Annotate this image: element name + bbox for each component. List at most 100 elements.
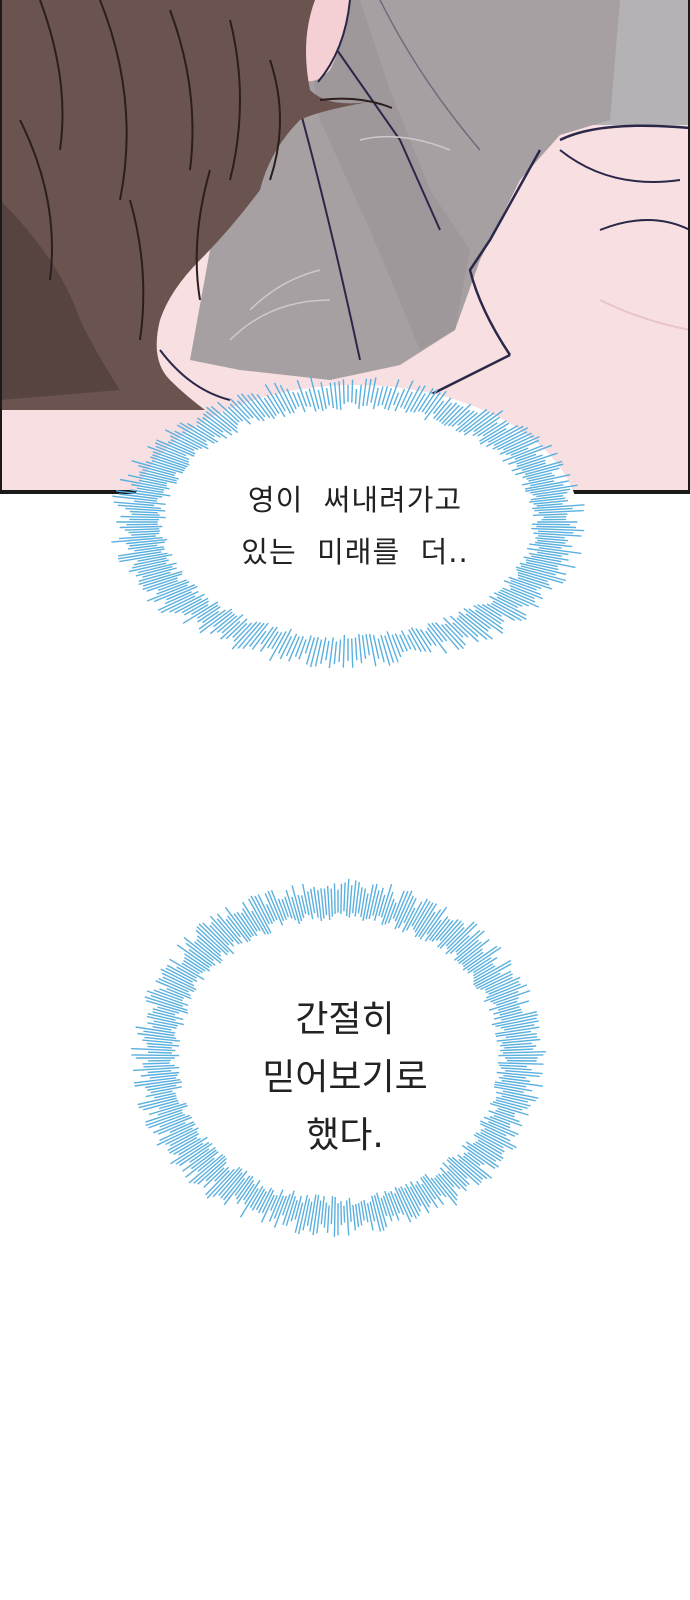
- burst-ray: [448, 1156, 480, 1186]
- burst-ray: [399, 634, 408, 652]
- burst-ray: [268, 1189, 284, 1222]
- burst-ray: [387, 902, 397, 924]
- burst-ray: [495, 1017, 537, 1028]
- burst-ray: [160, 595, 196, 614]
- burst-ray: [449, 935, 470, 955]
- burst-ray: [150, 994, 184, 1007]
- burst-ray: [135, 565, 173, 577]
- burst-ray: [285, 889, 297, 921]
- burst-ray: [131, 513, 160, 516]
- burst-ray: [113, 501, 155, 507]
- burst-ray: [158, 1121, 186, 1135]
- burst-ray: [435, 402, 453, 421]
- burst-ray: [489, 1102, 529, 1116]
- burst-ray: [496, 1091, 536, 1102]
- burst-ray: [257, 1187, 273, 1214]
- burst-ray: [250, 895, 272, 934]
- burst-ray: [209, 613, 236, 635]
- burst-ray: [467, 1145, 499, 1168]
- burst-ray: [244, 1179, 261, 1205]
- burst-ray: [500, 1042, 532, 1047]
- burst-ray: [509, 584, 544, 600]
- burst-ray: [129, 510, 158, 514]
- burst-ray: [528, 474, 555, 482]
- burst-ray: [419, 909, 442, 940]
- burst-ray: [152, 454, 188, 468]
- burst-ray: [440, 624, 465, 650]
- burst-ray: [373, 1195, 385, 1231]
- burst-ray: [458, 611, 493, 640]
- burst-ray: [362, 378, 368, 407]
- burst-ray: [146, 579, 179, 592]
- burst-ray: [390, 1190, 401, 1214]
- burst-ray: [220, 1172, 243, 1199]
- burst-ray: [217, 401, 240, 423]
- burst-ray: [439, 922, 465, 949]
- burst-ray: [380, 1197, 388, 1217]
- burst-ray: [153, 1020, 178, 1027]
- burst-ray: [400, 630, 412, 650]
- burst-ray: [142, 577, 178, 591]
- burst-ray: [328, 637, 334, 669]
- burst-ray: [157, 1006, 180, 1014]
- burst-ray: [516, 452, 558, 468]
- burst-ray: [476, 970, 512, 990]
- burst-ray: [169, 1130, 198, 1147]
- burst-ray: [401, 907, 416, 933]
- burst-ray: [376, 1192, 388, 1228]
- burst-ray: [504, 1045, 537, 1049]
- burst-ray: [502, 587, 536, 603]
- burst-ray: [472, 1142, 502, 1162]
- burst-ray: [425, 630, 437, 647]
- burst-ray: [538, 547, 582, 555]
- burst-ray: [369, 1201, 376, 1222]
- burst-ray: [179, 1142, 213, 1167]
- burst-ray: [169, 1121, 195, 1133]
- burst-ray: [502, 1051, 546, 1054]
- burst-ray: [343, 882, 346, 912]
- burst-ray: [234, 1175, 251, 1196]
- burst-ray: [363, 1199, 369, 1223]
- burst-ray: [130, 489, 171, 497]
- burst-ray: [197, 1157, 227, 1185]
- burst-ray: [165, 1127, 199, 1146]
- burst-ray: [175, 1141, 210, 1165]
- burst-ray: [343, 1205, 346, 1223]
- burst-ray: [131, 460, 176, 474]
- burst-ray: [199, 608, 233, 634]
- burst-ray: [351, 638, 354, 668]
- burst-ray: [216, 615, 238, 633]
- burst-ray: [496, 1036, 538, 1042]
- burst-ray: [488, 1121, 519, 1136]
- burst-ray: [473, 959, 512, 983]
- burst-ray: [474, 972, 501, 988]
- burst-ray: [313, 886, 319, 918]
- burst-ray: [536, 503, 563, 507]
- burst-ray: [227, 406, 244, 422]
- burst-ray: [164, 429, 203, 450]
- burst-ray: [403, 1187, 420, 1217]
- burst-ray: [176, 966, 197, 979]
- burst-ray: [497, 1000, 530, 1011]
- burst-ray: [530, 480, 555, 487]
- burst-ray: [538, 509, 584, 514]
- burst-ray: [279, 384, 295, 414]
- burst-ray: [514, 460, 563, 476]
- burst-ray: [503, 434, 535, 451]
- burst-ray: [233, 913, 252, 938]
- burst-ray: [214, 1166, 230, 1182]
- burst-ray: [290, 1200, 298, 1222]
- burst-ray: [235, 1175, 254, 1200]
- burst-ray: [360, 1201, 365, 1221]
- burst-ray: [294, 1202, 304, 1233]
- burst-ray: [480, 1120, 516, 1137]
- burst-ray: [362, 893, 369, 922]
- burst-ray: [260, 1194, 275, 1223]
- burst-ray: [247, 394, 266, 418]
- burst-ray: [505, 439, 540, 456]
- bubble-2-line-1: 간절히: [295, 999, 395, 1040]
- burst-ray: [517, 577, 553, 590]
- burst-ray: [510, 588, 535, 600]
- burst-ray: [117, 504, 162, 510]
- burst-ray: [504, 1024, 535, 1031]
